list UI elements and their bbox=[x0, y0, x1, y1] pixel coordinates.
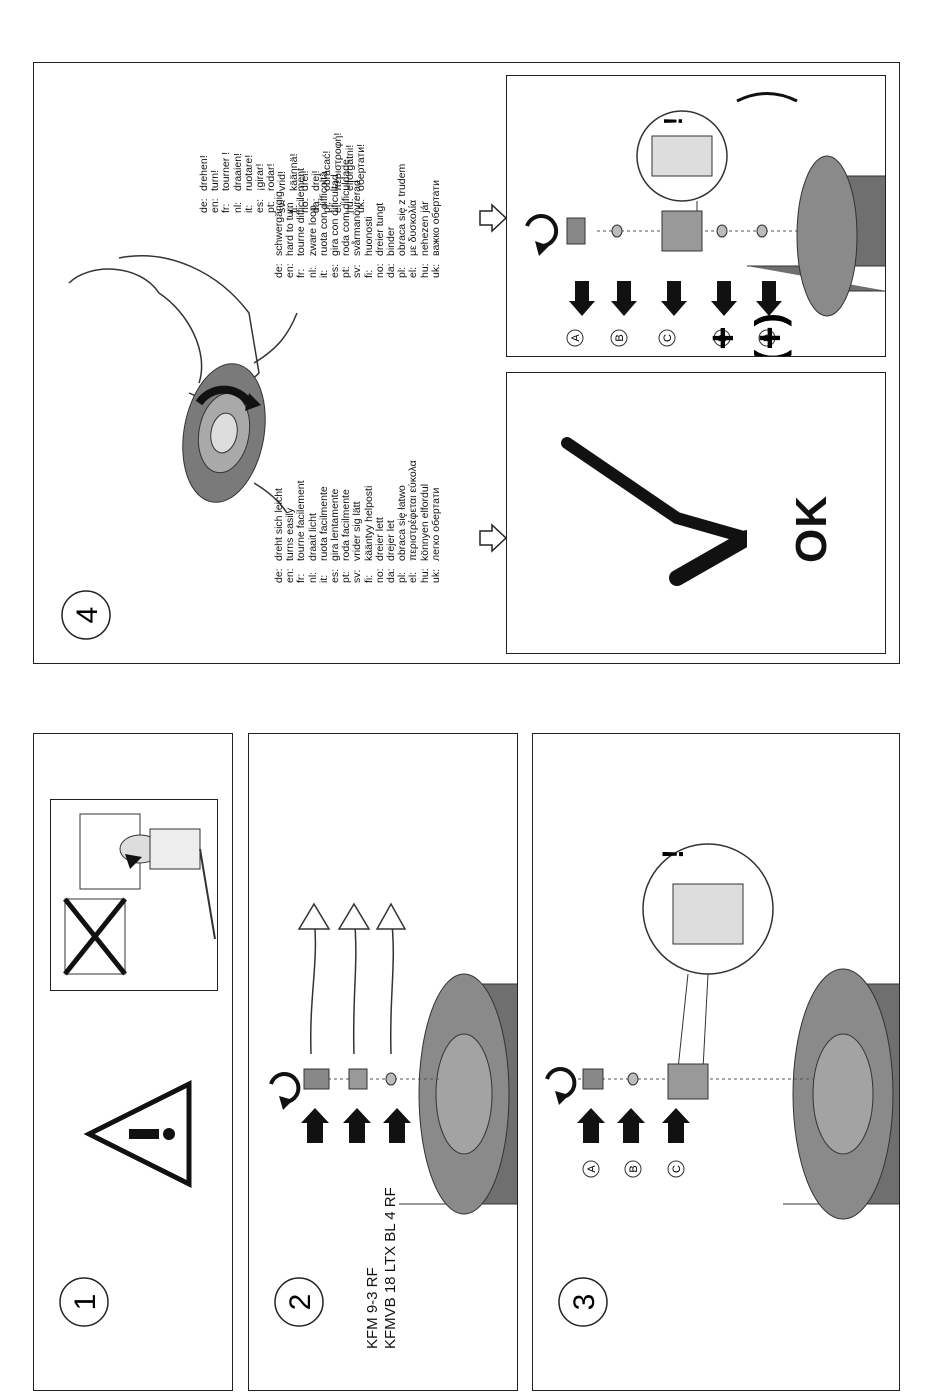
part-c-label: C bbox=[662, 334, 674, 342]
svg-text:!: ! bbox=[658, 117, 688, 126]
bracket-icon bbox=[736, 92, 798, 103]
language-row: el: με δυσκολία bbox=[407, 159, 420, 278]
language-code: el: bbox=[407, 266, 420, 278]
step-1-number: 1 bbox=[69, 1294, 102, 1311]
language-row: fr: tourne facilement bbox=[295, 460, 308, 583]
step-3-badge: 3 bbox=[558, 1277, 608, 1327]
language-text: легко обертати bbox=[429, 487, 442, 561]
language-row: uk: обертати! bbox=[354, 133, 367, 213]
language-text: με δυσκολία bbox=[407, 199, 420, 256]
model-list: KFM 9-3 RF KFMVB 18 LTX BL 4 RF bbox=[364, 1187, 400, 1349]
part-d2-label: D bbox=[762, 334, 774, 342]
language-row: no:dreier tungt bbox=[374, 159, 386, 278]
unplug-illustration bbox=[63, 813, 216, 976]
warning-icon bbox=[84, 1079, 192, 1189]
language-text: περιστρέφεται εύκολα bbox=[407, 460, 420, 561]
step-3-number: 3 bbox=[568, 1294, 601, 1311]
language-text: обертати! bbox=[354, 143, 367, 191]
language-code: sv: bbox=[351, 264, 364, 278]
language-text: tourner ! bbox=[220, 151, 233, 191]
arrow-to-replace-icon bbox=[479, 203, 508, 233]
rotate-icon bbox=[525, 214, 559, 256]
model-line-2: KFMVB 18 LTX BL 4 RF bbox=[382, 1187, 399, 1349]
step-1-badge: 1 bbox=[59, 1277, 109, 1327]
checkmark-icon bbox=[561, 437, 747, 586]
rotate-icon bbox=[545, 1067, 577, 1105]
arrow-to-ok-icon bbox=[479, 523, 508, 553]
language-row: sv: vrider sig lätt bbox=[351, 460, 364, 583]
language-row: el: περιστρέφεται εύκολα bbox=[407, 460, 420, 583]
unplug-frame bbox=[50, 799, 218, 991]
language-code: sv: bbox=[351, 569, 364, 583]
ok-result-box: OK bbox=[506, 372, 886, 654]
language-code: fr: bbox=[295, 573, 308, 583]
hand-turning-illustration bbox=[68, 255, 298, 513]
language-code: fr: bbox=[295, 268, 308, 278]
language-row: sv: vrid! bbox=[276, 133, 289, 213]
part-a-label: A bbox=[586, 1165, 598, 1173]
language-text: важко обертати bbox=[429, 180, 442, 256]
step-4-badge: 4 bbox=[61, 590, 111, 640]
language-text: vrider sig lätt bbox=[351, 501, 364, 561]
ok-label: OK bbox=[787, 495, 836, 563]
language-row: fr: tourner ! bbox=[220, 133, 233, 213]
optional-plus-icon: (+) bbox=[748, 313, 792, 357]
svg-text:!: ! bbox=[657, 849, 690, 859]
language-text: περιστροφή! bbox=[332, 132, 345, 191]
step-2-badge: 2 bbox=[274, 1277, 324, 1327]
step-2-panel: 2 KFM 9-3 RF KFMVB 18 LTX BL 4 RF bbox=[248, 733, 518, 1391]
part-c-label: C bbox=[671, 1165, 683, 1173]
part-d-label: D bbox=[717, 334, 729, 342]
plus-icon: + bbox=[701, 326, 745, 349]
language-row: uk: легко обертати bbox=[429, 460, 442, 583]
language-row: el: περιστροφή! bbox=[332, 132, 345, 213]
turn-instruction-list: de:drehen!en:turn!fr:tourner !nl:draaien… bbox=[198, 132, 367, 213]
language-code: uk: bbox=[354, 198, 367, 213]
language-code: uk: bbox=[429, 263, 442, 278]
language-code: sv: bbox=[276, 199, 289, 213]
replace-parts-box: ! A B C D D + (+) bbox=[506, 75, 886, 357]
language-text: vrid! bbox=[276, 171, 289, 191]
step-2-number: 2 bbox=[284, 1294, 317, 1311]
language-code: fr: bbox=[220, 203, 233, 213]
part-b-label: B bbox=[628, 1165, 640, 1172]
removal-illustration bbox=[269, 902, 517, 1215]
language-text: tourne facilement bbox=[295, 480, 308, 561]
language-code: el: bbox=[332, 201, 345, 213]
language-row: uk: важко обертати bbox=[429, 159, 442, 278]
step-3-panel: 3 ! A B C bbox=[532, 733, 900, 1391]
language-code: el: bbox=[407, 571, 420, 583]
rotate-icon bbox=[269, 1072, 301, 1110]
exploded-parts-illustration: ! A B C D D + (+) bbox=[525, 92, 885, 357]
language-code: uk: bbox=[429, 568, 442, 583]
step-1-panel: 1 bbox=[33, 733, 233, 1391]
step-4-number: 4 bbox=[71, 607, 104, 624]
part-b-label: B bbox=[614, 334, 626, 341]
model-line-1: KFM 9-3 RF bbox=[364, 1267, 381, 1349]
part-a-label: A bbox=[570, 334, 582, 342]
install-illustration: ! A B C bbox=[545, 843, 899, 1220]
